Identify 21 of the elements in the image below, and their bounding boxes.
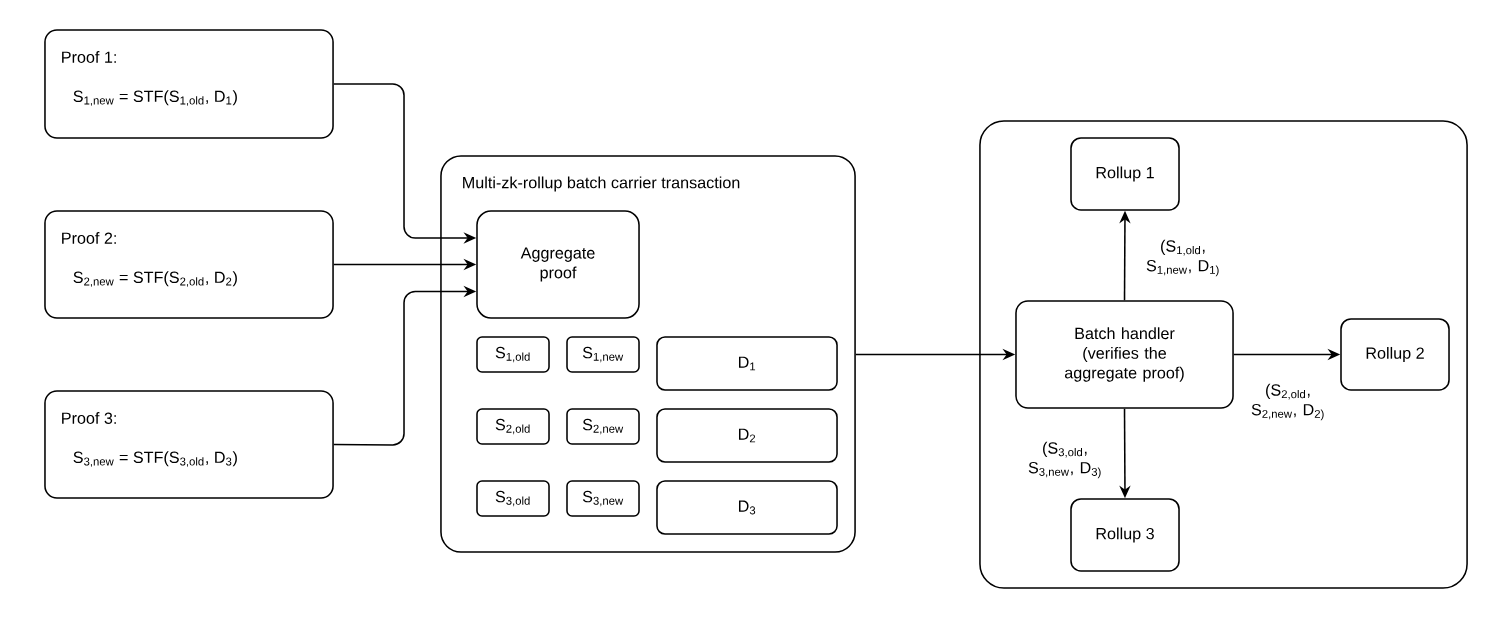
- state-box: S$_{3,old}$: [476, 480, 550, 517]
- proof-box: Proof 2: S$_{2,new}$ = STF(S$_{2,old}$, D$_{2}$): [44, 210, 334, 319]
- edge-label: (S$_{2,old}$, S$_{2,new}$, D$_{2)}$: [1236, 382, 1340, 422]
- aggregate-proof-box: Aggregate proof: [476, 210, 640, 319]
- state-box: S$_{2,new}$: [566, 408, 640, 445]
- chain-box: [979, 120, 1468, 589]
- data-box: D$_{1}$: [656, 336, 838, 391]
- state-box: S$_{3,new}$: [566, 480, 640, 517]
- proof-box: Proof 3: S$_{3,new}$ = STF(S$_{3,old}$, D$_{3}$): [44, 390, 334, 499]
- rollup-box: Rollup 3: [1070, 498, 1180, 572]
- data-box: D$_{3}$: [656, 480, 838, 535]
- rollup-box: Rollup 1: [1070, 137, 1180, 211]
- state-box: S$_{2,old}$: [476, 408, 550, 445]
- proof-box: Proof 1: S$_{1,new}$ = STF(S$_{1,old}$, D$_{1}$): [44, 29, 334, 139]
- batch-handler-box: Batch handler (verifies the aggregate proof): [1015, 300, 1234, 409]
- state-box: S$_{1,old}$: [476, 336, 550, 373]
- rollup-box: Rollup 2: [1340, 318, 1450, 391]
- edge-label: (S$_{1,old}$, S$_{1,new}$, D$_{1)}$: [1131, 238, 1235, 278]
- state-box: S$_{1,new}$: [566, 336, 640, 373]
- data-box: D$_{2}$: [656, 408, 838, 463]
- edge-label: (S$_{3,old}$, S$_{3,new}$, D$_{3)}$: [1013, 440, 1117, 480]
